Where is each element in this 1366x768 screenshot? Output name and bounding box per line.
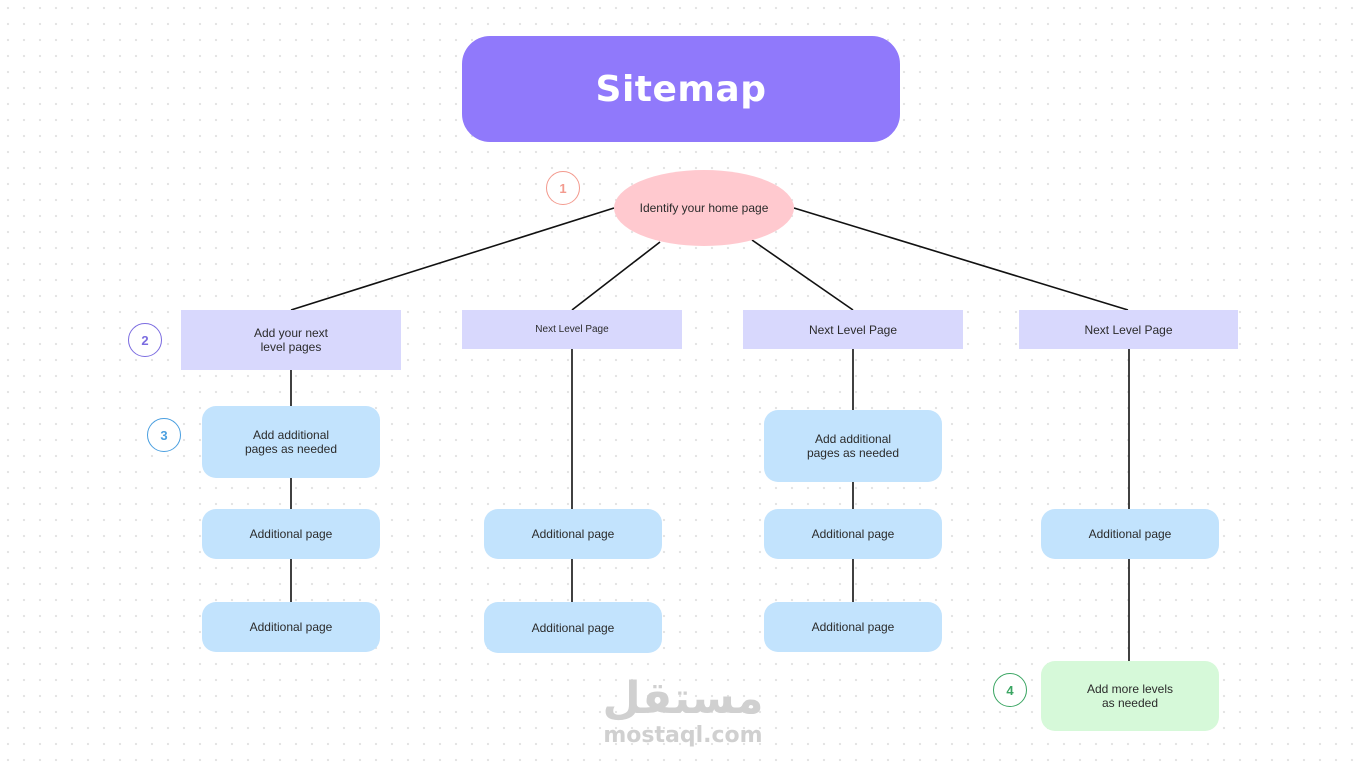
step-1-badge: 1 bbox=[546, 171, 580, 205]
watermark-arabic: مستقل bbox=[602, 673, 764, 724]
watermark-logo: مستقل mostaql.com bbox=[598, 674, 768, 754]
step-3-badge: 3 bbox=[147, 418, 181, 452]
sub-page-node[interactable]: Add additional pages as needed bbox=[202, 406, 380, 478]
level-page-node-4[interactable]: Next Level Page bbox=[1019, 310, 1238, 349]
sub-page-node[interactable]: Additional page bbox=[1041, 509, 1219, 559]
watermark-latin: mostaql.com bbox=[603, 723, 763, 748]
home-page-node[interactable]: Identify your home page bbox=[614, 170, 794, 246]
connector-home-level-3 bbox=[751, 239, 854, 311]
step-4-badge: 4 bbox=[993, 673, 1027, 707]
level-page-node-2[interactable]: Next Level Page bbox=[462, 310, 682, 349]
sub-page-node[interactable]: Additional page bbox=[202, 509, 380, 559]
sub-page-node[interactable]: Additional page bbox=[764, 602, 942, 652]
more-levels-node[interactable]: Add more levels as needed bbox=[1041, 661, 1219, 731]
connector-home-level-4 bbox=[793, 207, 1129, 311]
level-page-node-3[interactable]: Next Level Page bbox=[743, 310, 963, 349]
sitemap-title: Sitemap bbox=[462, 36, 900, 142]
step-2-badge: 2 bbox=[128, 323, 162, 357]
sub-page-node[interactable]: Additional page bbox=[484, 602, 662, 653]
sub-page-node[interactable]: Additional page bbox=[484, 509, 662, 559]
sub-page-node[interactable]: Add additional pages as needed bbox=[764, 410, 942, 482]
sub-page-node[interactable]: Additional page bbox=[202, 602, 380, 652]
level-page-node-1[interactable]: Add your next level pages bbox=[181, 310, 401, 370]
connector-home-level-1 bbox=[290, 207, 615, 311]
sub-page-node[interactable]: Additional page bbox=[764, 509, 942, 559]
connector-home-level-2 bbox=[571, 241, 661, 311]
